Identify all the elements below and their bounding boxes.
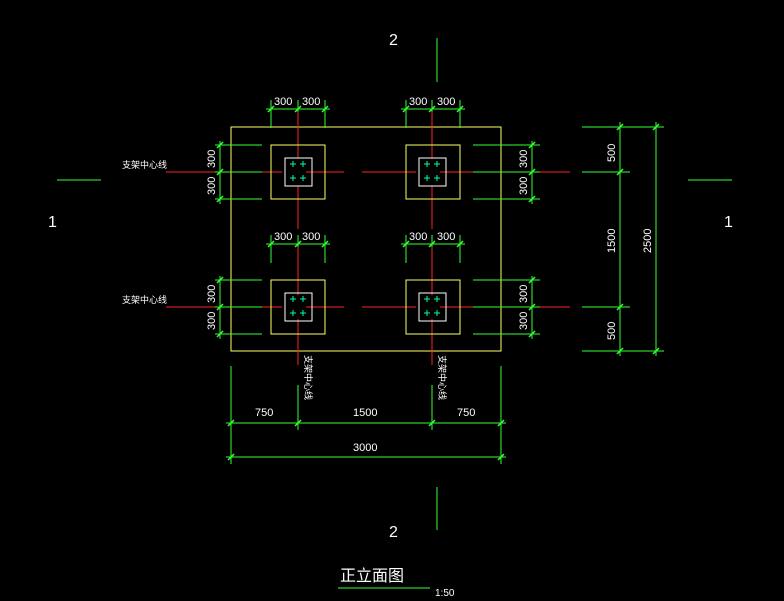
dim-right-br-2: 300 (518, 312, 530, 330)
dim-left-bl-1: 300 (206, 285, 218, 303)
dim-far-right-total: 2500 (642, 229, 654, 253)
base-plate-top-left (270, 144, 326, 200)
centerlines (166, 112, 570, 365)
anchor-bolts (290, 161, 440, 316)
dim-bolt-br-2: 300 (437, 231, 455, 243)
drawing-scale: 1:50 (435, 588, 455, 599)
base-plate-top-right (405, 144, 461, 200)
section-marker-bottom: 2 (389, 487, 438, 541)
dim-far-right-bottom: 500 (606, 322, 618, 340)
dim-right-tr-1: 300 (518, 150, 530, 168)
dim-left-bl-2: 300 (206, 312, 218, 330)
dim-bolt-tl-1: 300 (274, 96, 292, 108)
dim-bolt-tl-2: 300 (302, 96, 320, 108)
dim-left-tl-1: 300 (206, 150, 218, 168)
dim-bottom-total: 3000 (353, 442, 377, 454)
base-plate-bottom-left (270, 279, 326, 335)
section-label-right: 1 (724, 214, 733, 231)
dim-bolt-tr-2: 300 (437, 96, 455, 108)
dim-bolt-br-1: 300 (409, 231, 427, 243)
section-label-bottom: 2 (389, 524, 398, 541)
section-marker-right: 1 (688, 179, 733, 231)
dim-bottom-left: 750 (255, 407, 273, 419)
centerline-label-col-2: 支架中心线 (436, 355, 448, 400)
centerline-label-col-1: 支架中心线 (302, 355, 314, 400)
dim-bolt-tr-1: 300 (409, 96, 427, 108)
dim-bolt-bl-2: 300 (302, 231, 320, 243)
dim-bottom-middle: 1500 (353, 407, 377, 419)
section-marker-left: 1 (48, 179, 101, 231)
centerline-label-row-1: 支架中心线 (122, 159, 167, 171)
foundation-outline (230, 126, 502, 352)
dim-right-br-1: 300 (518, 285, 530, 303)
centerline-label-row-2: 支架中心线 (122, 294, 167, 306)
dim-bottom-right: 750 (457, 407, 475, 419)
dim-right-tr-2: 300 (518, 177, 530, 195)
drawing-title: 正立面图 (340, 566, 404, 585)
dim-left-tl-2: 300 (206, 177, 218, 195)
dim-bolt-bl-1: 300 (274, 231, 292, 243)
dim-far-right-middle: 1500 (606, 229, 618, 253)
dim-far-right-top: 500 (606, 144, 618, 162)
section-label-top: 2 (389, 32, 398, 49)
section-label-left: 1 (48, 214, 57, 231)
base-plate-bottom-right (405, 279, 461, 335)
dimension-lines (215, 100, 664, 464)
section-marker-top: 2 (389, 32, 438, 82)
dimension-ticks (216, 105, 660, 461)
